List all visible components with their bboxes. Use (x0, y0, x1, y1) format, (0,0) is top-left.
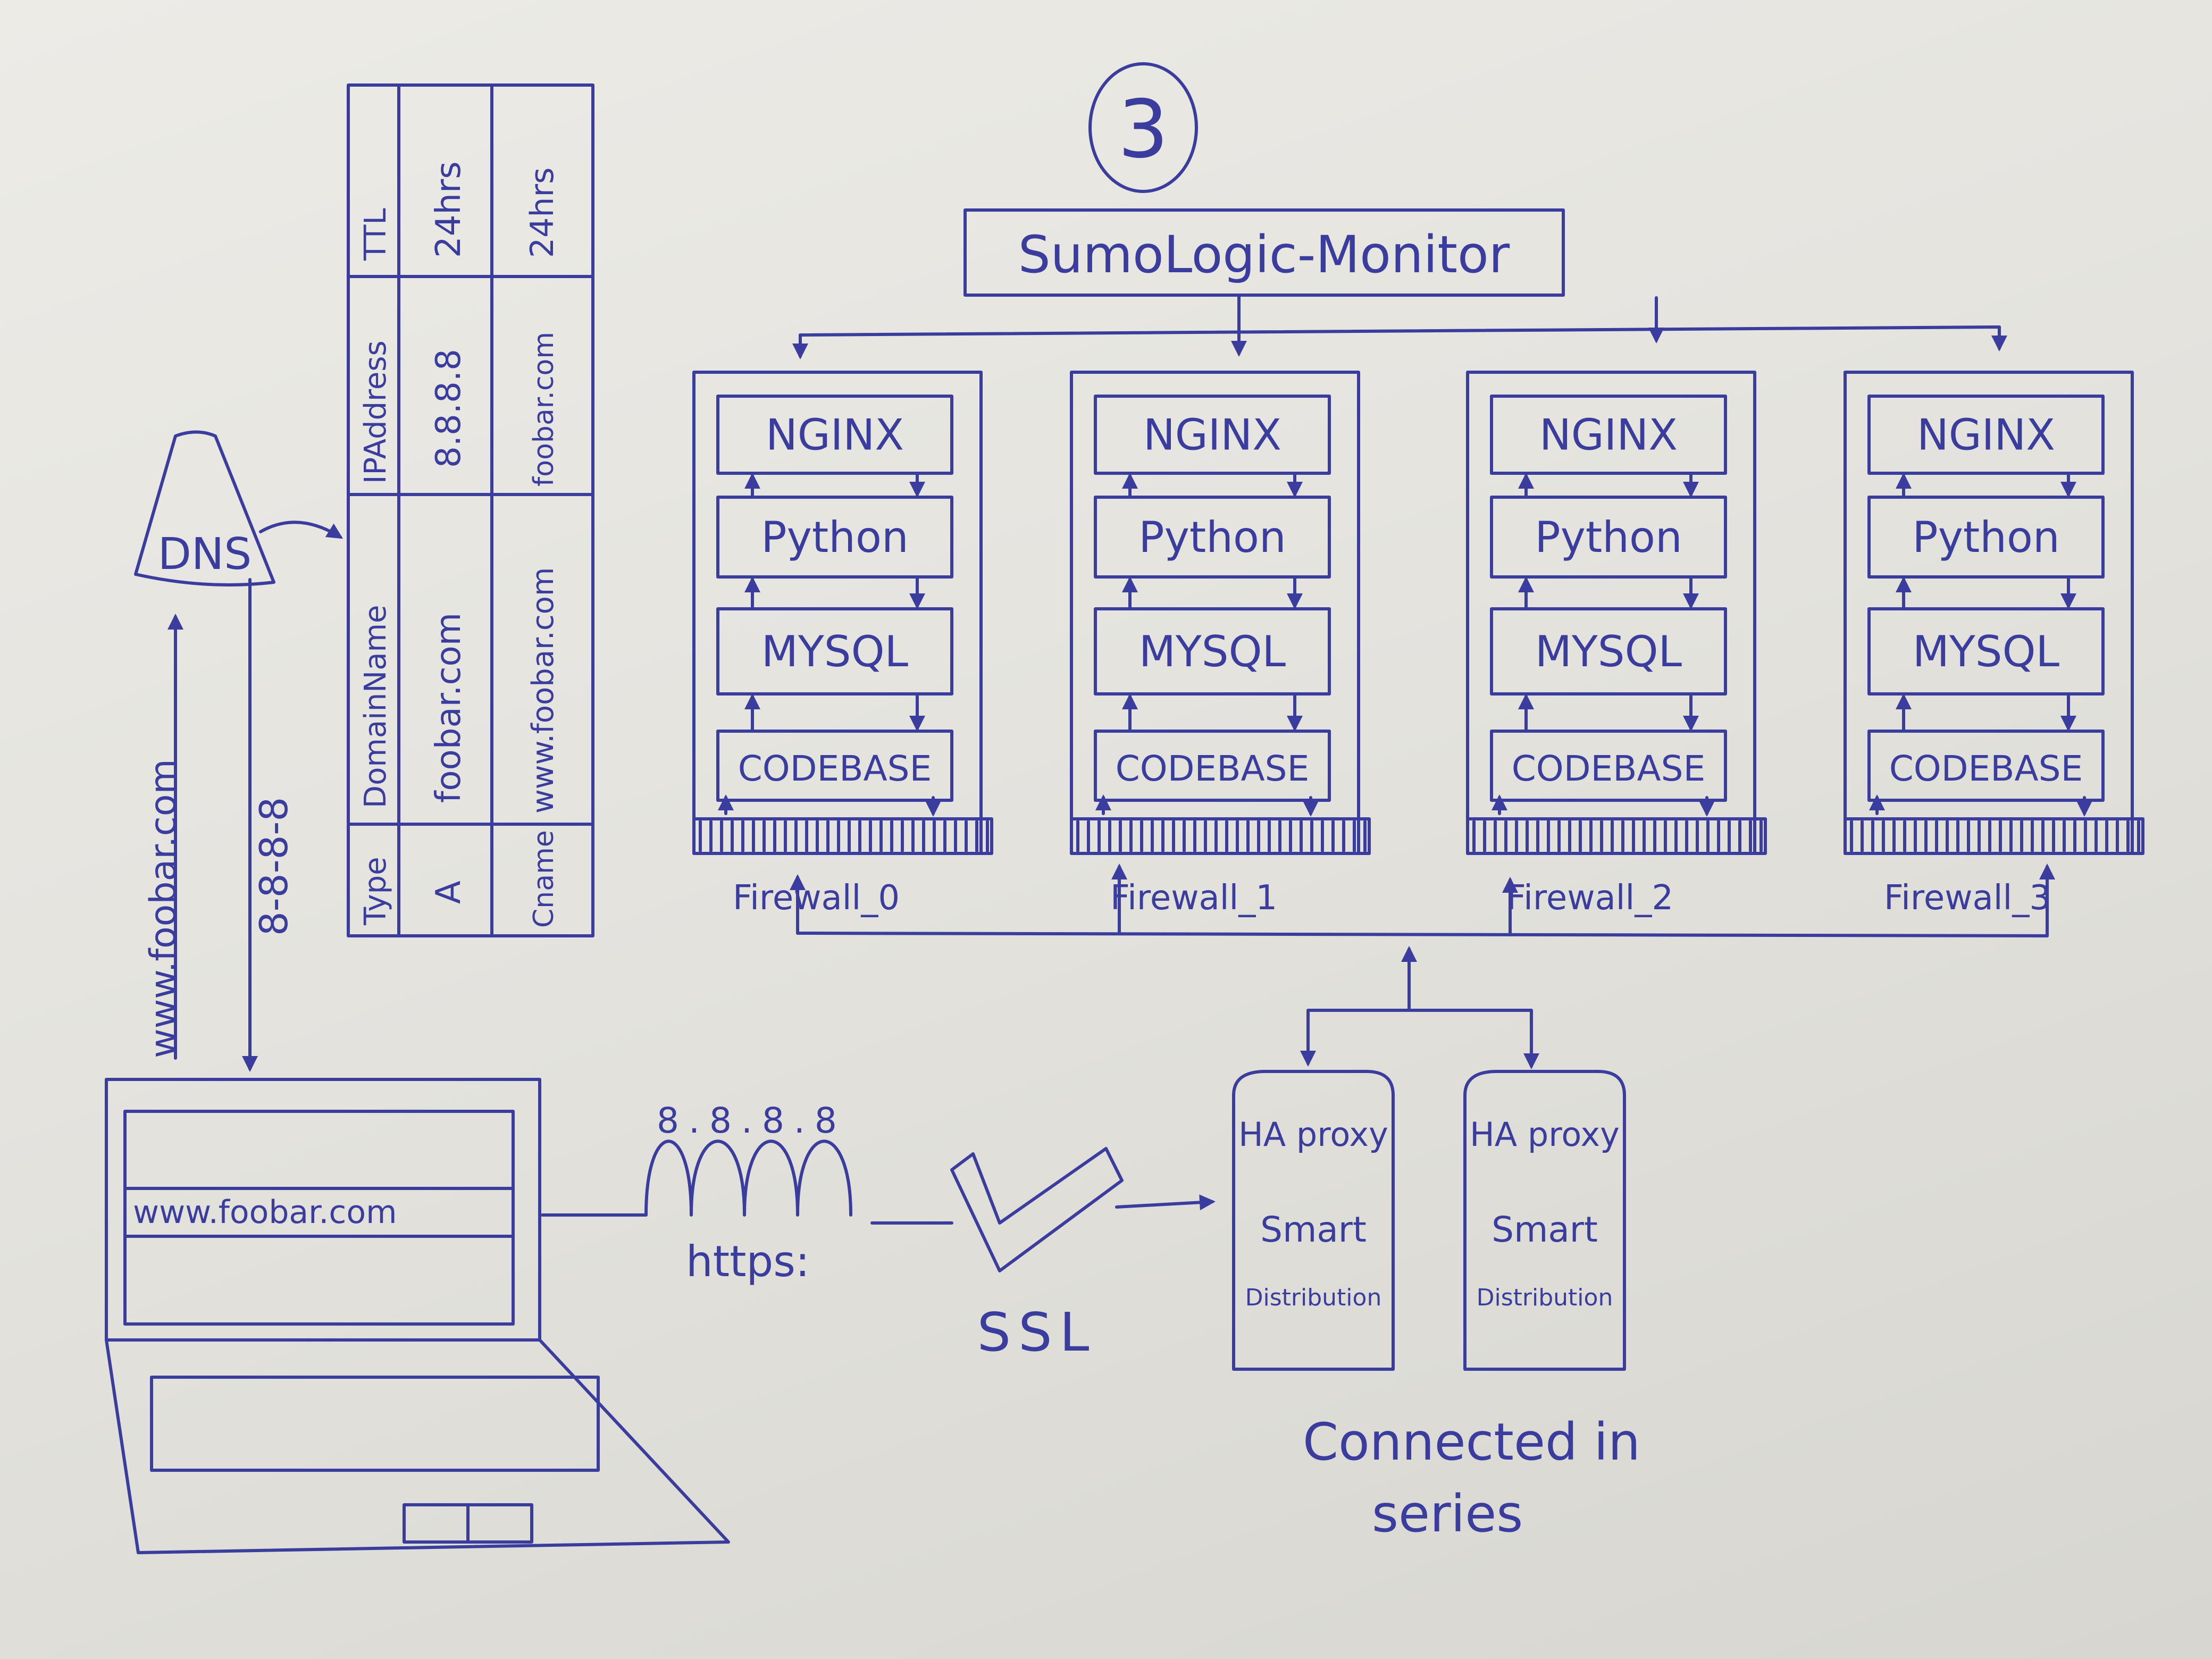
laptop-keyboard (150, 1376, 600, 1472)
firewall-label: Firewall_0 (733, 878, 900, 918)
stack-layer-label: MYSQL (761, 627, 909, 676)
table-cell: A (429, 881, 468, 904)
table-header-ip: IPAddress (358, 340, 393, 484)
lb-connectors (1300, 948, 1539, 1069)
stack-layer-box (1490, 607, 1727, 696)
table-cell: www.foobar.com (526, 567, 560, 814)
table-cell: 24hrs (524, 167, 561, 258)
lb-name: HA proxy (1470, 1115, 1620, 1154)
stack-layer-label: NGINX (1917, 410, 2055, 460)
lb-note-line1: Connected in (1303, 1412, 1640, 1472)
stack-layer-box (716, 496, 953, 579)
stack-layer-label: Python (1535, 513, 1682, 562)
stack-layer-box (1867, 496, 2105, 579)
table-cell: foobar.com (528, 332, 560, 487)
monitor-distribution (792, 294, 2007, 359)
ssl-label: SSL (977, 1301, 1097, 1363)
stack-layer-box (716, 607, 953, 696)
ssl-to-lb-arrow (1115, 1194, 1216, 1211)
stack-layer-label: MYSQL (1913, 627, 2060, 676)
stack-layer-label: CODEBASE (1116, 748, 1310, 789)
stack-layer-box (1490, 395, 1727, 475)
stack-layer-label: NGINX (1143, 410, 1281, 460)
stack-layer-box (1490, 496, 1727, 579)
firewall-label: Firewall_2 (1506, 878, 1673, 918)
firewall-label: Firewall_3 (1884, 878, 2051, 918)
lb-line3: Distribution (1477, 1284, 1613, 1311)
stack-layer-box (716, 730, 953, 802)
ssl-checkmark (950, 1147, 1124, 1272)
https-connection (541, 1139, 953, 1225)
laptop-screen (105, 1078, 541, 1342)
lb-note-line2: series (1372, 1484, 1523, 1544)
dns-query-label: www.foobar.com (143, 759, 185, 1058)
stack-layer-box (1867, 730, 2105, 802)
table-cell: 24hrs (429, 161, 468, 258)
table-cell: Cname (528, 830, 560, 928)
connection-ip: 8.8.8.8 (657, 1100, 847, 1141)
laptop-base (105, 1338, 730, 1554)
stack-layer-label: CODEBASE (738, 748, 932, 789)
stack-layer-label: NGINX (1539, 410, 1678, 460)
dns-table: Type DomainName IPAddress TTL A foobar.c… (347, 83, 594, 937)
load-balancer-box (1463, 1070, 1626, 1371)
lb-name: HA proxy (1238, 1115, 1388, 1154)
stack-layer-box (1094, 395, 1331, 475)
page-number: 3 (1118, 83, 1168, 176)
lb-line3: Distribution (1245, 1284, 1382, 1311)
stack-layer-box (1867, 607, 2105, 696)
monitor-label: SumoLogic-Monitor (1018, 225, 1510, 284)
monitor-box (963, 208, 1565, 297)
table-cell: foobar.com (429, 613, 468, 803)
stack-layer-label: MYSQL (1535, 627, 1682, 676)
table-header-type: Type (358, 857, 393, 926)
stack-layer-label: CODEBASE (1889, 748, 2083, 789)
firewall-label: Firewall_1 (1110, 878, 1277, 918)
stack-layer-label: Python (1912, 513, 2059, 562)
stack-layer-label: Python (761, 513, 908, 562)
stack-layer-label: MYSQL (1139, 627, 1286, 676)
stack-layer-box (1094, 607, 1331, 696)
stack-layer-box (1094, 730, 1331, 802)
lb-line2: Smart (1260, 1209, 1367, 1250)
stack-layer-label: NGINX (766, 410, 904, 460)
stack-layer-box (1867, 395, 2105, 475)
firewall-bar (1466, 817, 1767, 855)
stack-layer-box (1094, 496, 1331, 579)
laptop: www.foobar.com (105, 1078, 730, 1554)
table-header-domain: DomainName (358, 605, 393, 808)
firewall-bar (1844, 817, 2144, 855)
dns-label: DNS (158, 529, 252, 580)
dns-to-table-arrow (259, 521, 343, 539)
table-header-ttl: TTL (358, 208, 393, 261)
table-cell: 8.8.8.8 (429, 349, 468, 468)
stack-layer-box (1490, 730, 1727, 802)
laptop-browser-frame (123, 1110, 515, 1326)
connection-protocol: https: (686, 1237, 810, 1286)
laptop-url: www.foobar.com (133, 1194, 397, 1231)
stack-layer-label: Python (1138, 513, 1286, 562)
dns-response-label: 8-8-8-8 (252, 797, 296, 936)
load-balancer-box (1232, 1070, 1395, 1371)
firewall-bar (692, 817, 993, 855)
stack-layer-box (716, 395, 953, 475)
firewall-bar (1070, 817, 1371, 855)
page-number-circle (1088, 62, 1198, 193)
lb-line2: Smart (1492, 1209, 1598, 1250)
firewall-network-line (790, 864, 2055, 1007)
stack-layer-label: CODEBASE (1512, 748, 1706, 789)
